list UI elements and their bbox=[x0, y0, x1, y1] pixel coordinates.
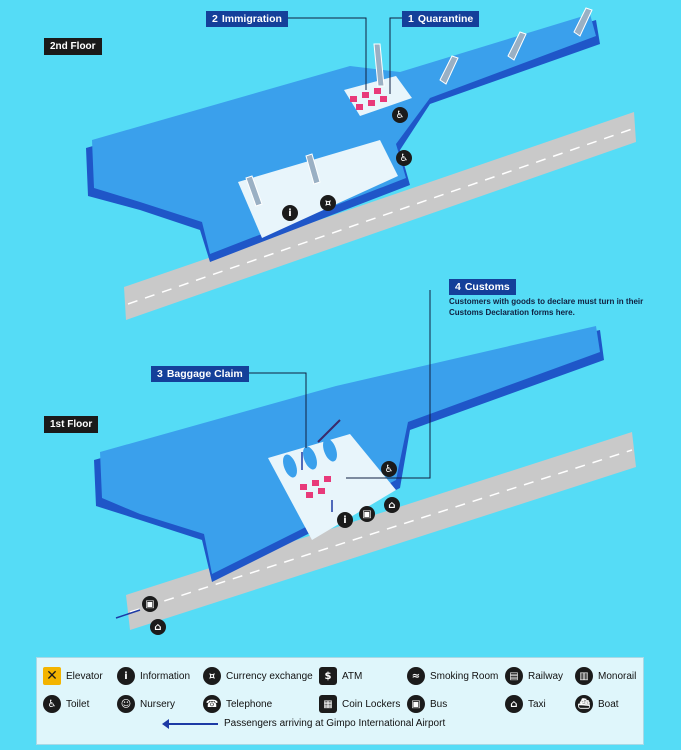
legend-railway: ▤ Railway bbox=[505, 666, 563, 686]
boat-icon: ⛴ bbox=[575, 695, 593, 713]
checkpoint-desks bbox=[350, 88, 387, 110]
legend-toilet: ♿ Toilet bbox=[43, 694, 89, 714]
legend-nursery-label: Nursery bbox=[140, 698, 176, 710]
atm-icon: $ bbox=[319, 667, 337, 685]
immigration-callout-line bbox=[278, 17, 367, 90]
information-icon: i bbox=[337, 512, 353, 528]
information-icon: i bbox=[282, 205, 298, 221]
nursery-icon: ☺ bbox=[117, 695, 135, 713]
railway-icon: ▤ bbox=[505, 667, 523, 685]
legend-telephone: ☎ Telephone bbox=[203, 694, 272, 714]
first-floor-road-markings bbox=[129, 449, 633, 613]
legend-monorail-label: Monorail bbox=[598, 670, 637, 682]
second-floor-plan bbox=[86, 7, 636, 320]
toilet-icon: ♿ bbox=[381, 461, 397, 477]
taxi-icon: ⌂ bbox=[150, 619, 166, 635]
legend-currency-label: Currency exchange bbox=[226, 670, 313, 682]
legend-atm: $ ATM bbox=[319, 666, 362, 686]
customs-desks bbox=[300, 476, 331, 498]
immigration-callout-label: Immigration bbox=[221, 13, 282, 25]
arrival-arrow-icon bbox=[162, 718, 218, 729]
immigration-callout-number: 2 bbox=[212, 13, 218, 25]
toilet-icon: ♿ bbox=[43, 695, 61, 713]
arrival-legend: Passengers arriving at Gimpo Internation… bbox=[162, 718, 446, 729]
bus-icon: ▣ bbox=[359, 506, 375, 522]
monorail-icon: ▥ bbox=[575, 667, 593, 685]
legend-atm-label: ATM bbox=[342, 670, 363, 682]
currency-exchange-icon: ¤ bbox=[320, 195, 336, 211]
escalator-icons bbox=[245, 7, 593, 207]
legend-elevator: ✕ Elevator bbox=[43, 666, 103, 686]
elevator-line bbox=[317, 419, 341, 443]
legend-boat: ⛴ Boat bbox=[575, 694, 619, 714]
second-floor-road bbox=[124, 112, 636, 320]
customs-note: Customers with goods to declare must tur… bbox=[449, 297, 644, 317]
telephone-icon: ☎ bbox=[203, 695, 221, 713]
toilet-icon: ♿ bbox=[396, 150, 412, 166]
legend-lockers: ▦ Coin Lockers bbox=[319, 694, 400, 714]
legend-currency: ¤ Currency exchange bbox=[203, 666, 313, 686]
baggage-callout-line bbox=[240, 372, 307, 448]
baggage-callout-label: Baggage Claim bbox=[166, 368, 243, 380]
legend-telephone-label: Telephone bbox=[226, 698, 273, 710]
legend-lockers-label: Coin Lockers bbox=[342, 698, 401, 710]
legend-taxi-label: Taxi bbox=[528, 698, 546, 710]
legend-bus: ▣ Bus bbox=[407, 694, 447, 714]
coin-lockers-icon: ▦ bbox=[319, 695, 337, 713]
toilet-icon: ♿ bbox=[392, 107, 408, 123]
first-floor-arrival-hall bbox=[268, 434, 396, 540]
passenger-flow-arrows bbox=[115, 452, 333, 619]
information-icon: i bbox=[117, 667, 135, 685]
arrival-legend-label: Passengers arriving at Gimpo Internation… bbox=[224, 718, 446, 729]
legend-toilet-label: Toilet bbox=[66, 698, 90, 710]
baggage-carousels bbox=[283, 438, 337, 478]
legend-railway-label: Railway bbox=[528, 670, 564, 682]
legend-information: i Information bbox=[117, 666, 190, 686]
bus-icon: ▣ bbox=[142, 596, 158, 612]
taxi-icon: ⌂ bbox=[384, 497, 400, 513]
bus-icon: ▣ bbox=[407, 695, 425, 713]
legend-elevator-label: Elevator bbox=[66, 670, 103, 682]
legend-monorail: ▥ Monorail bbox=[575, 666, 636, 686]
elevator-icon: ✕ bbox=[43, 667, 61, 685]
legend-bus-label: Bus bbox=[430, 698, 448, 710]
legend-taxi: ⌂ Taxi bbox=[505, 694, 546, 714]
baggage-callout-number: 3 bbox=[157, 368, 163, 380]
legend-smoking: ≈ Smoking Room bbox=[407, 666, 498, 686]
quarantine-callout-line bbox=[389, 17, 404, 94]
customs-callout-line bbox=[346, 290, 431, 479]
taxi-icon: ⌂ bbox=[505, 695, 523, 713]
second-floor-label: 2nd Floor bbox=[44, 38, 102, 55]
map-legend: ✕ Elevator i Information ¤ Currency exchang… bbox=[36, 657, 644, 745]
currency-exchange-icon: ¤ bbox=[203, 667, 221, 685]
second-floor-arrival-hall bbox=[238, 140, 398, 238]
legend-information-label: Information bbox=[140, 670, 191, 682]
smoking-room-icon: ≈ bbox=[407, 667, 425, 685]
customs-callout-number: 4 bbox=[455, 281, 461, 293]
legend-nursery: ☺ Nursery bbox=[117, 694, 175, 714]
first-floor-label: 1st Floor bbox=[44, 416, 99, 433]
first-floor-plan bbox=[94, 290, 636, 630]
second-floor-terminal bbox=[92, 14, 596, 254]
quarantine-callout-label: Quarantine bbox=[417, 13, 474, 25]
legend-boat-label: Boat bbox=[598, 698, 619, 710]
quarantine-callout-number: 1 bbox=[408, 13, 414, 25]
first-floor-road bbox=[126, 432, 636, 630]
legend-smoking-label: Smoking Room bbox=[430, 670, 499, 682]
customs-callout-label: Customs bbox=[464, 281, 510, 293]
